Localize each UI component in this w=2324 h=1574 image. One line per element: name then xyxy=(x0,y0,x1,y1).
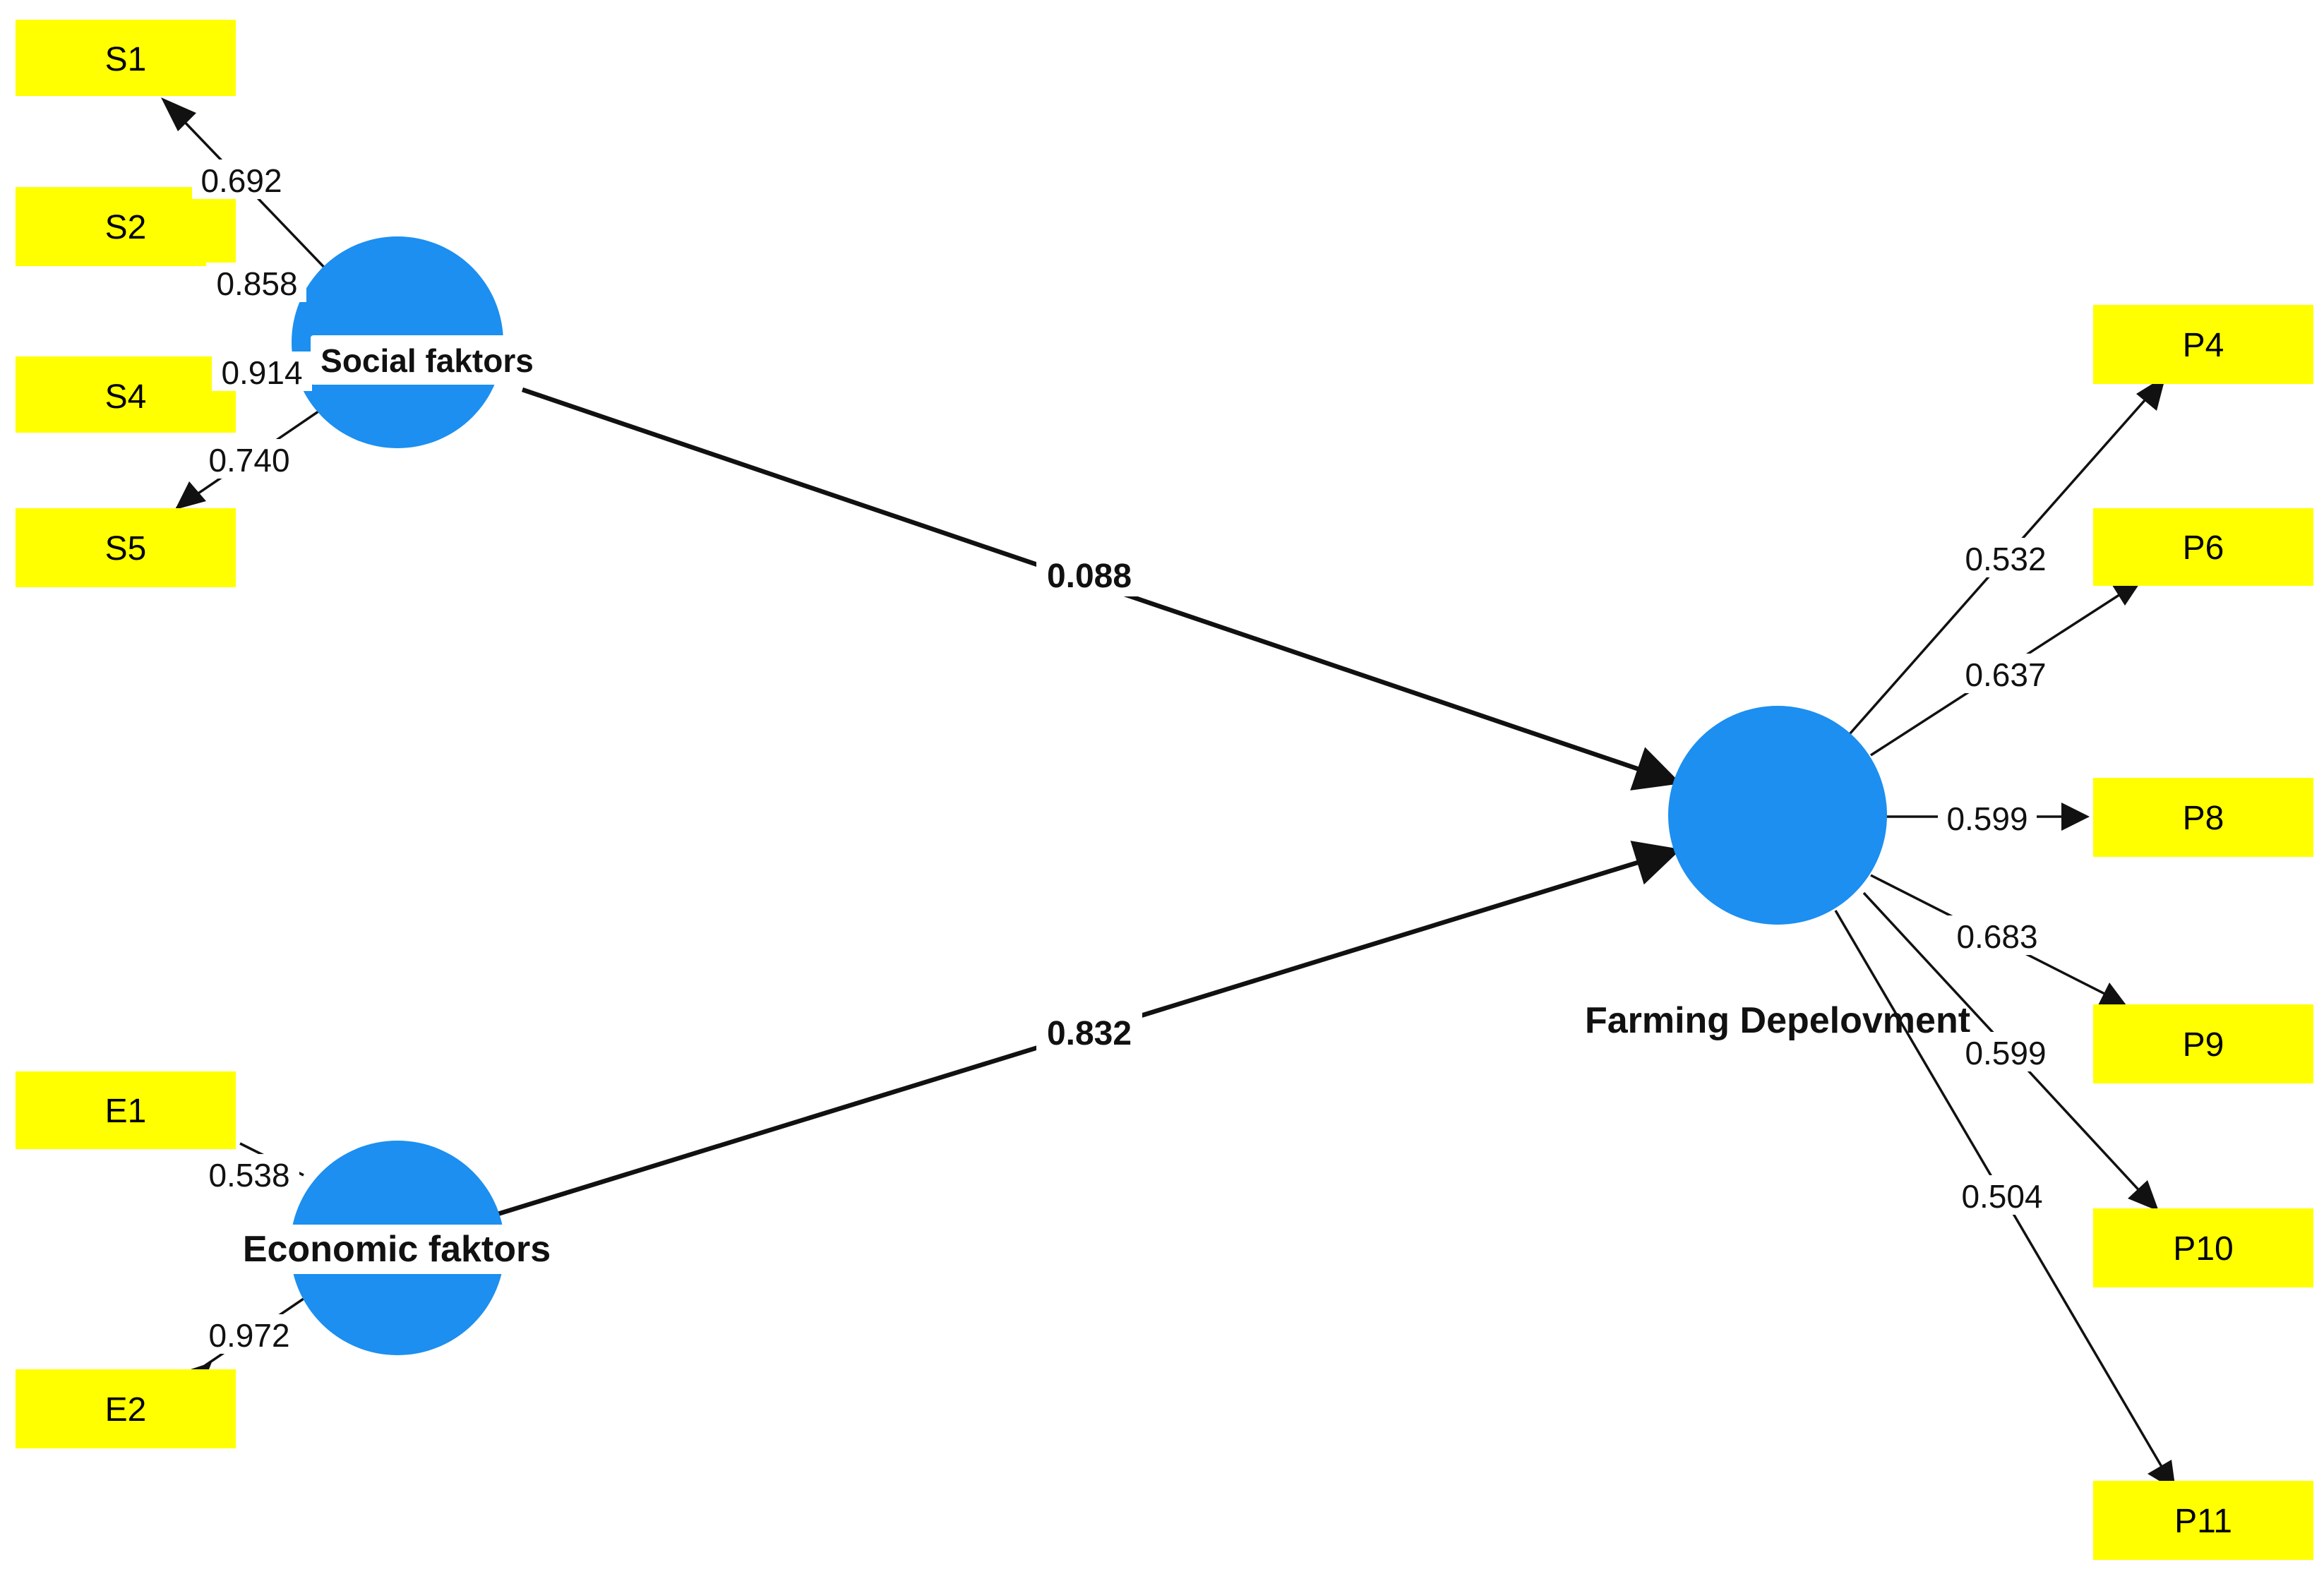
path-coef-social-label: 0.088 xyxy=(1047,558,1132,595)
indicator-p8-label: P8 xyxy=(2183,800,2224,837)
loading-label-p10: 0.599 xyxy=(1965,1035,2046,1071)
latent-social-label: Social faktors xyxy=(321,342,534,379)
indicator-e1[interactable]: E1 xyxy=(16,1071,236,1149)
loading-label-s5: 0.740 xyxy=(208,442,289,479)
latent-farming-label: Farming Depelovment xyxy=(1585,1000,1970,1041)
loading-label-p9: 0.683 xyxy=(1956,918,2037,955)
arrowhead-p10 xyxy=(2128,1180,2159,1211)
loading-label-s2: 0.858 xyxy=(216,265,297,302)
latent-economic-label-bg xyxy=(224,1225,563,1274)
latent-economic[interactable]: Economic faktors xyxy=(224,1141,563,1355)
indicator-p10[interactable]: P10 xyxy=(2093,1208,2313,1287)
indicator-e2-label: E2 xyxy=(105,1391,147,1429)
indicator-p4[interactable]: P4 xyxy=(2093,305,2313,384)
indicator-s2[interactable]: S2 xyxy=(16,187,236,266)
indicator-p11-label: P11 xyxy=(2174,1503,2232,1540)
indicator-s5[interactable]: S5 xyxy=(16,508,236,587)
indicator-p8[interactable]: P8 xyxy=(2093,778,2313,857)
loading-label-p11: 0.504 xyxy=(1961,1178,2042,1215)
arrowhead-p8 xyxy=(2061,803,2090,831)
indicator-p6[interactable]: P6 xyxy=(2093,508,2313,586)
indicator-p11[interactable]: P11 xyxy=(2093,1481,2313,1560)
indicator-s4[interactable]: S4 xyxy=(16,356,236,433)
loading-labels: 0.692 0.858 0.914 0.740 0.538 0.972 0.53… xyxy=(192,160,2056,1354)
loading-label-s1: 0.692 xyxy=(200,162,282,199)
indicator-p6-label: P6 xyxy=(2183,529,2224,567)
latent-farming[interactable]: Farming Depelovment xyxy=(1585,706,1970,1041)
indicator-e1-label: E1 xyxy=(105,1093,147,1130)
arrowhead-s1 xyxy=(161,97,196,131)
indicator-p9-label: P9 xyxy=(2183,1026,2224,1064)
path-coef-economic-label: 0.832 xyxy=(1047,1015,1132,1052)
loading-label-p4: 0.532 xyxy=(1965,541,2046,577)
loading-label-e1: 0.538 xyxy=(208,1157,289,1194)
indicator-p4-label: P4 xyxy=(2183,327,2224,364)
arrowhead-s5 xyxy=(175,481,206,510)
arrowhead-p6 xyxy=(2111,580,2142,606)
loading-label-e2: 0.972 xyxy=(208,1317,289,1354)
indicator-s5-label: S5 xyxy=(105,530,147,567)
path-coef-economic: 0.832 xyxy=(1036,1009,1142,1053)
latent-social-label-bg xyxy=(311,335,544,385)
indicator-s2-label: S2 xyxy=(105,209,147,246)
arrowhead-p4 xyxy=(2136,376,2166,411)
indicator-s1-label: S1 xyxy=(105,41,147,78)
indicator-s1[interactable]: S1 xyxy=(16,20,236,96)
indicator-e2[interactable]: E2 xyxy=(16,1369,236,1448)
indicator-s4-label: S4 xyxy=(105,378,147,416)
indicator-p10-label: P10 xyxy=(2173,1230,2233,1268)
latent-social[interactable]: Social faktors xyxy=(292,236,544,448)
indicator-p9[interactable]: P9 xyxy=(2093,1004,2313,1083)
latent-economic-label: Economic faktors xyxy=(243,1229,551,1270)
loading-label-s4: 0.914 xyxy=(221,354,302,391)
loading-label-p6: 0.637 xyxy=(1965,656,2046,693)
loading-label-p8: 0.599 xyxy=(1946,800,2027,837)
path-coef-social: 0.088 xyxy=(1036,553,1142,596)
arrowhead-p9 xyxy=(2097,983,2126,1008)
